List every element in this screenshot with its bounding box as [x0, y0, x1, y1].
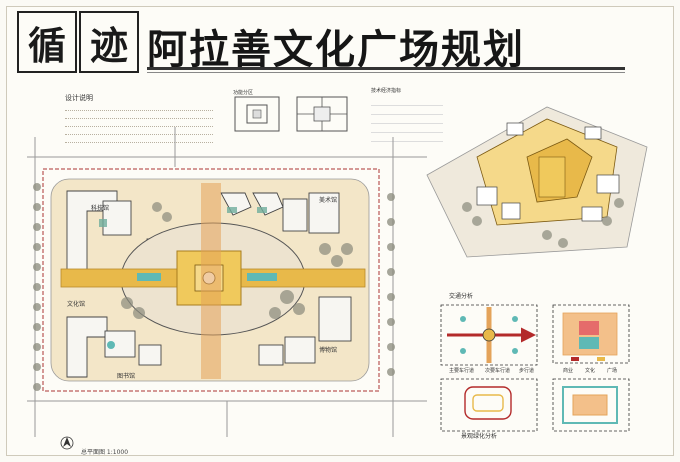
label-culture-museum: 文化馆 — [67, 301, 86, 308]
tree-clusters — [121, 202, 353, 319]
traffic-analysis-title: 交通分析 — [449, 293, 474, 300]
greenery-analysis-title: 景观绿化分析 — [461, 433, 498, 440]
poster-board: 循 迹 阿拉善文化广场规划 设计说明 功能分区 技术经济指标 — [6, 6, 674, 456]
perimeter-trees — [33, 183, 395, 391]
analysis-zoning — [552, 304, 630, 364]
water-features — [107, 273, 277, 349]
design-description — [65, 103, 213, 143]
label-science-museum: 科技馆 — [91, 205, 110, 212]
traffic-legend-3: 步行道 — [519, 368, 535, 374]
analysis-landscape — [552, 378, 630, 432]
design-desc-title: 设计说明 — [65, 94, 93, 102]
stats-title: 技术经济指标 — [371, 88, 402, 94]
perspective-view — [426, 106, 648, 258]
zoning-diagram-2 — [296, 96, 348, 132]
drawing-canvas — [27, 96, 648, 450]
stats-table — [371, 97, 443, 142]
zoning-legend-3: 广场 — [607, 368, 618, 374]
zoning-legend-2: 文化 — [585, 368, 596, 374]
label-library: 图书馆 — [117, 373, 136, 380]
analysis-greenery — [440, 378, 538, 432]
page-title: 阿拉善文化广场规划 — [147, 26, 525, 73]
traffic-legend-1: 主要车行道 — [449, 368, 475, 374]
analysis-traffic — [440, 304, 538, 366]
site-boundary — [42, 168, 380, 392]
function-zoning-title: 功能分区 — [233, 90, 254, 96]
title-underline — [147, 67, 625, 70]
green-accents — [99, 207, 267, 227]
title-underline-thin — [147, 72, 625, 73]
zoning-diagram-1 — [234, 96, 280, 132]
traffic-legend-2: 次要车行道 — [485, 368, 511, 374]
title-box-left: 循 — [17, 11, 77, 73]
label-museum: 博物馆 — [319, 347, 338, 354]
scale-label: 总平面图 1:1000 — [81, 449, 129, 456]
title-box-right: 迹 — [79, 11, 139, 73]
label-art-museum: 美术馆 — [319, 197, 338, 204]
cross-axis — [201, 183, 221, 379]
zoning-legend-1: 商业 — [563, 368, 574, 374]
buildings — [66, 190, 352, 378]
north-arrow-icon — [60, 436, 74, 450]
